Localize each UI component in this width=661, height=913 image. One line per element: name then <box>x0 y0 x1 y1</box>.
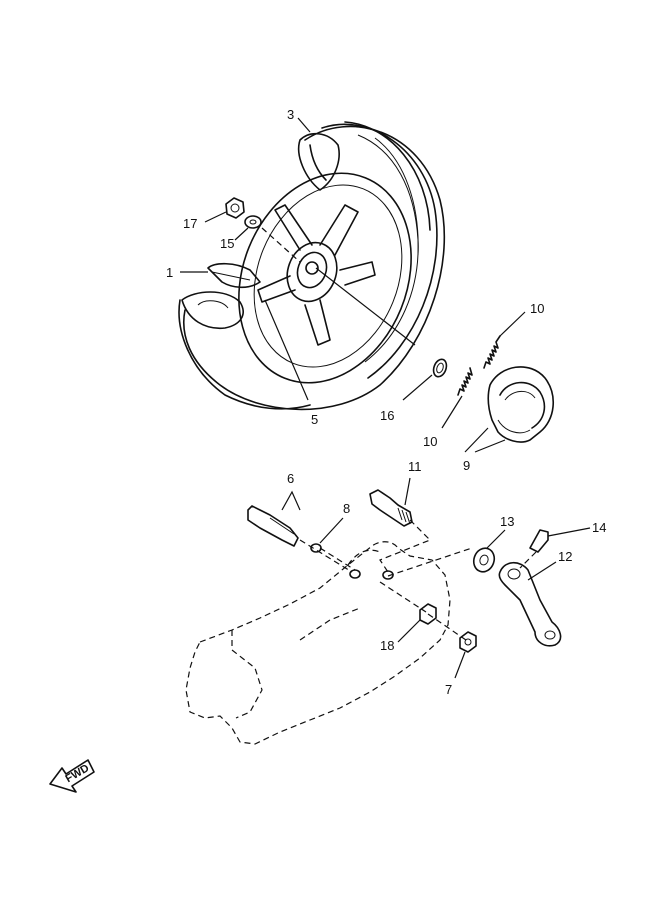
part-12-cam-lever <box>498 561 562 647</box>
part-3-leader <box>297 117 311 133</box>
label-10-lower: 10 <box>423 434 437 449</box>
label-11: 11 <box>408 459 422 474</box>
part-14-bolt <box>529 527 591 553</box>
rear-wheel-tire <box>178 121 446 411</box>
part-10-spring-upper <box>483 311 526 369</box>
crankcase-outline <box>185 541 451 745</box>
part-6-cam-shaft <box>247 490 301 547</box>
label-8: 8 <box>343 501 350 516</box>
label-7: 7 <box>445 682 452 697</box>
part-8-oring <box>310 517 344 553</box>
label-14: 14 <box>592 520 606 535</box>
label-15: 15 <box>220 236 234 251</box>
part-1-tube <box>180 262 261 289</box>
label-17: 17 <box>183 216 197 231</box>
label-12: 12 <box>558 549 572 564</box>
part-10-spring-lower <box>441 367 473 429</box>
label-9: 9 <box>463 458 470 473</box>
label-13: 13 <box>500 514 514 529</box>
label-5: 5 <box>311 412 318 427</box>
fwd-arrow-icon: FWD <box>49 759 95 793</box>
part-11-shaft <box>369 477 413 527</box>
part-9-brake-shoes <box>464 366 555 453</box>
part-13-washer <box>472 529 506 573</box>
label-16: 16 <box>380 408 394 423</box>
part-15-washer <box>234 215 301 263</box>
part-7-nut <box>454 631 477 679</box>
label-18: 18 <box>380 638 394 653</box>
label-6: 6 <box>287 471 294 486</box>
assembly-guide-lines <box>299 519 537 641</box>
label-3: 3 <box>287 107 294 122</box>
part-5-collar <box>264 299 309 401</box>
part-labels: 3 17 15 1 5 10 16 10 9 6 11 8 13 14 12 1… <box>166 107 606 697</box>
part-17-nut <box>204 197 245 223</box>
part-16-circlip <box>402 358 448 401</box>
part-18-nut <box>397 603 437 643</box>
label-10-upper: 10 <box>530 301 544 316</box>
label-1: 1 <box>166 265 173 280</box>
